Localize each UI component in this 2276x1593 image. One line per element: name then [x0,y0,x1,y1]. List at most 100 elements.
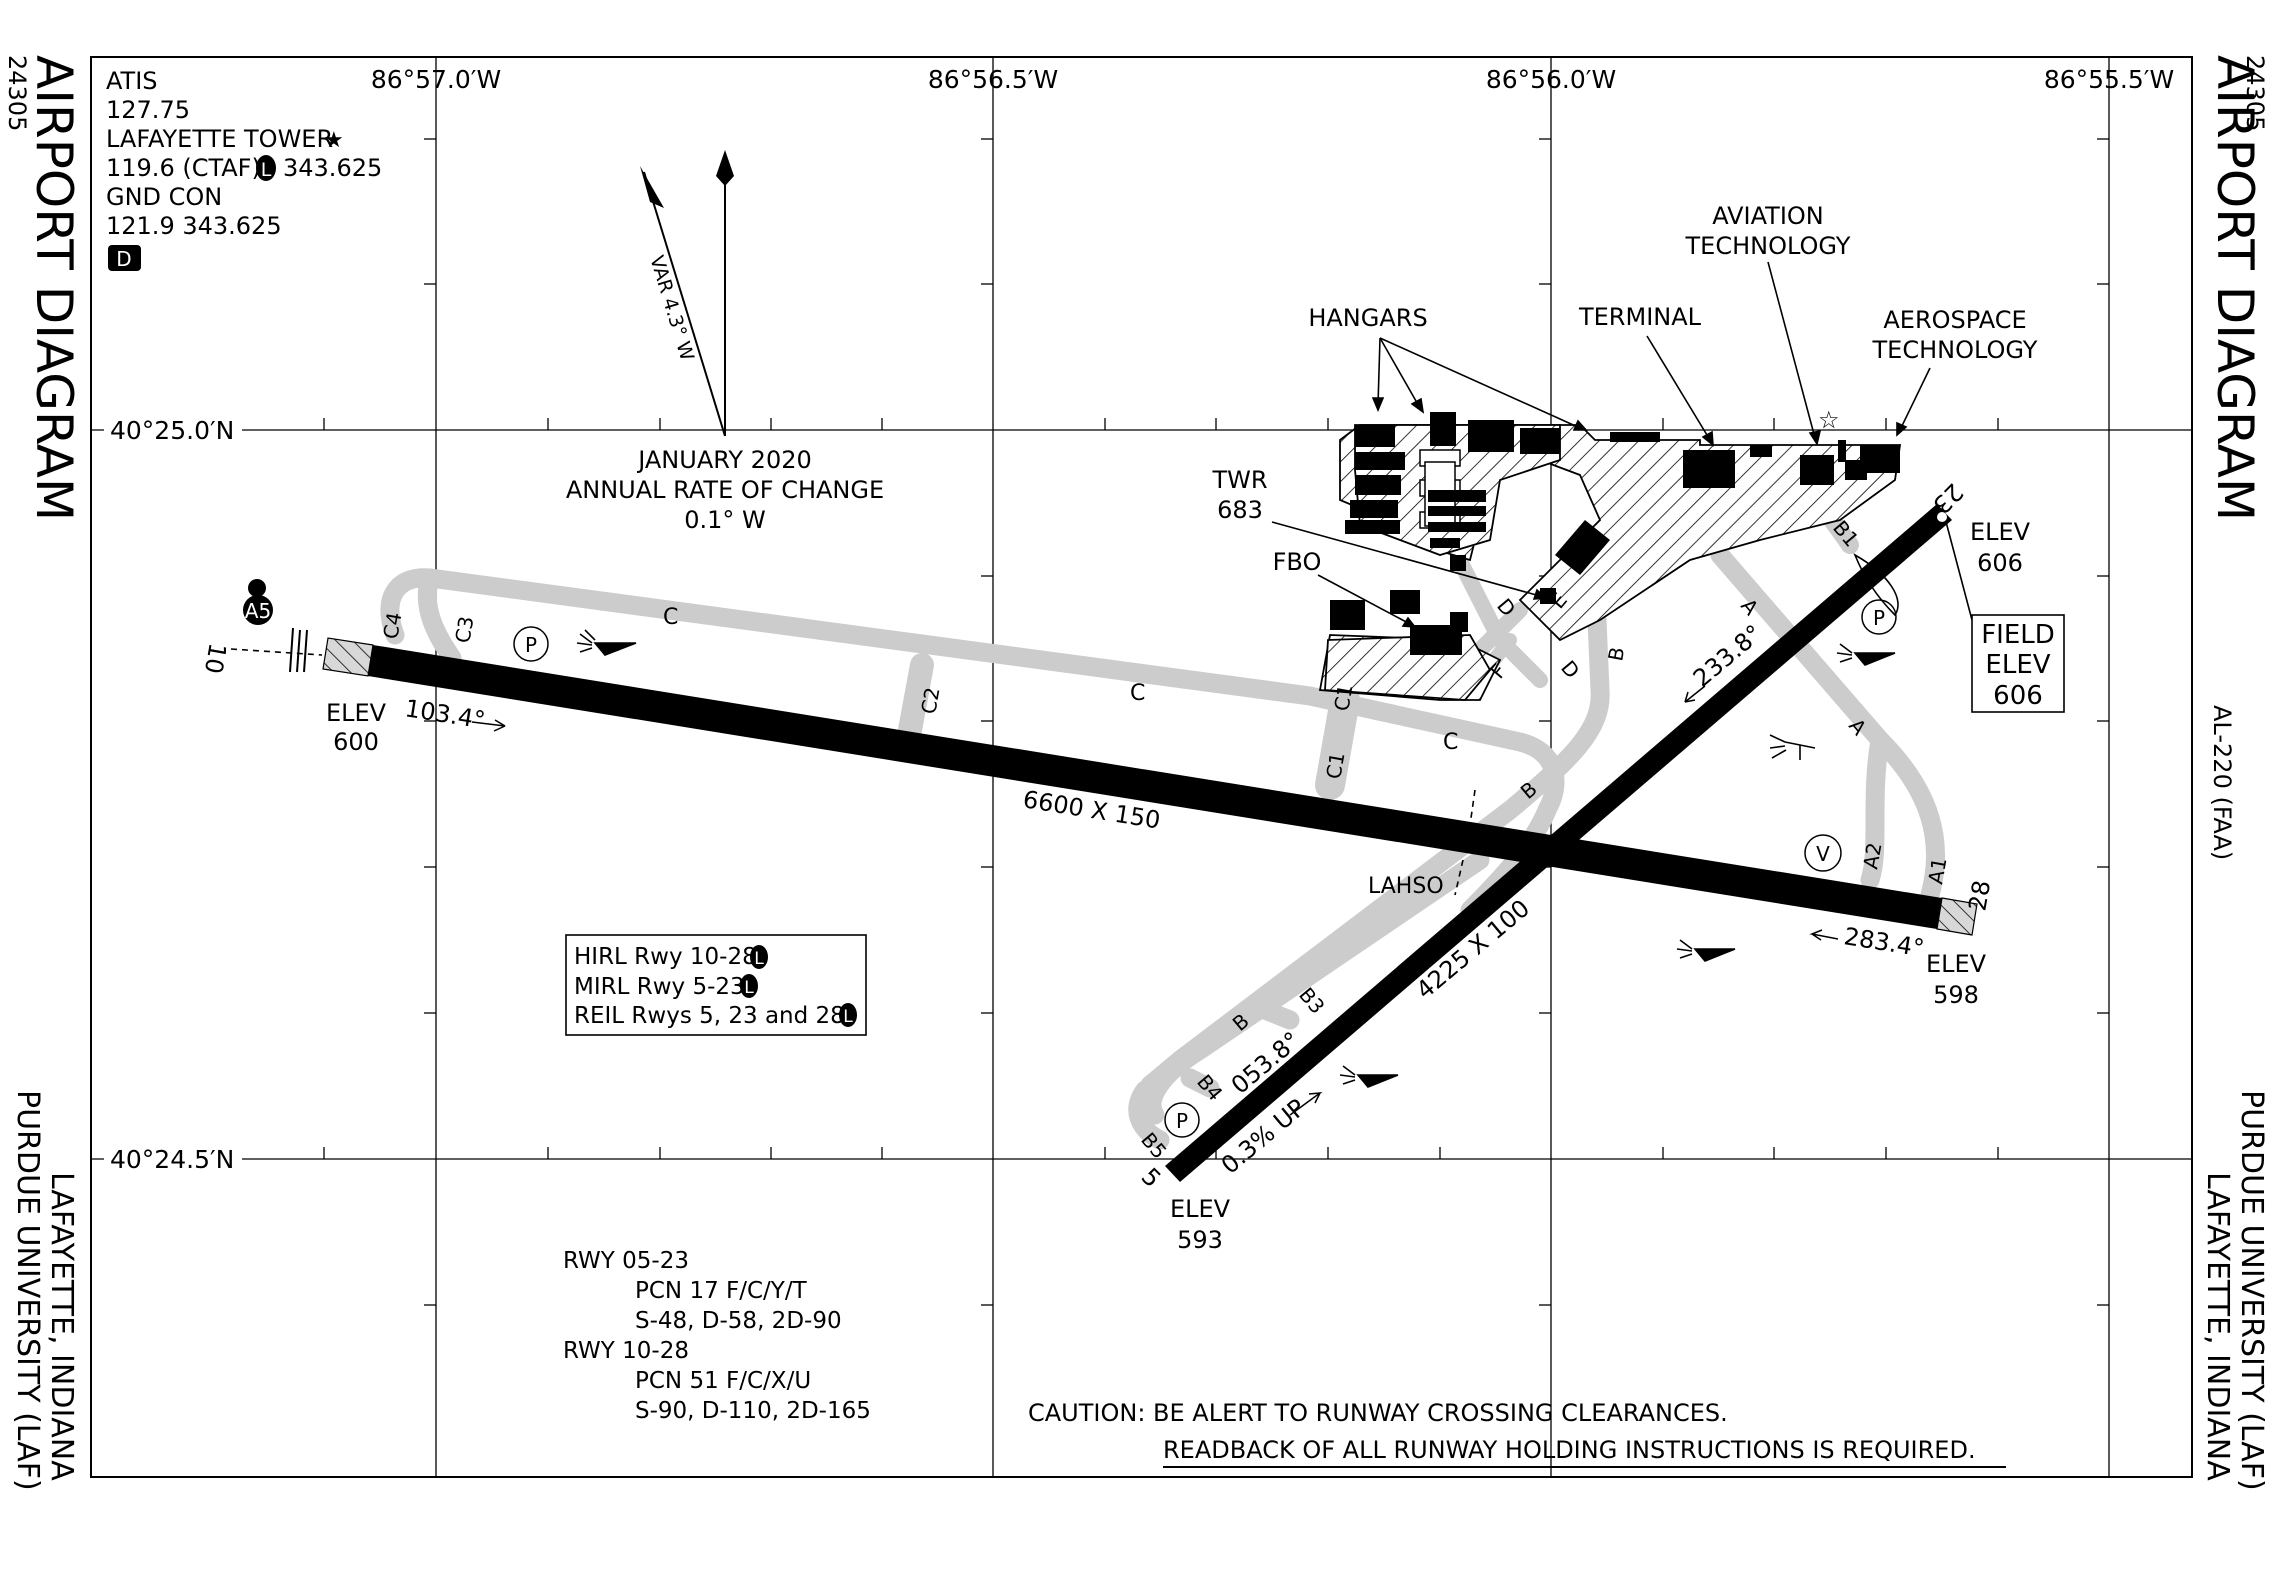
lon-label-2: 86°56.5′W [928,65,1058,94]
airport-city-right: LAFAYETTE, INDIANA [2200,1172,2235,1481]
parking-label-3: P [1176,1109,1188,1133]
taxiway-network [380,501,1945,1150]
taxiway-c-label-2: C [1130,681,1145,706]
tower-uhf: 343.625 [283,154,382,182]
variation-rate-title: ANNUAL RATE OF CHANGE [566,476,884,504]
wind-tee-icon [1769,734,1816,760]
parking-label-2: P [1873,606,1885,630]
pcn-rwy2-loads: S-90, D-110, 2D-165 [635,1398,871,1424]
reil-icon-1 [593,642,637,656]
ground-frequency: 121.9 343.625 [106,212,282,240]
caution-line-1: CAUTION: BE ALERT TO RUNWAY CROSSING CLE… [1028,1399,1728,1427]
pcn-rwy2-value: PCN 51 F/C/X/U [635,1368,811,1394]
chart-number-right: 24305 [2241,55,2269,131]
leader-lines [1271,261,1973,628]
lighting-line-3-badge: L [843,1007,853,1027]
lahso-label: LAHSO [1368,874,1444,899]
hangars-label: HANGARS [1308,304,1427,332]
runway-10-elev: 600 [333,728,379,756]
variation-rate-value: 0.1° W [684,506,766,534]
lon-label-3: 86°56.0′W [1486,65,1616,94]
taxiway-c4-label: C4 [378,610,406,640]
lighting-line-2: MIRL Rwy 5-23 [574,974,745,1000]
lahso-badge-icon [256,155,276,181]
runway-5-slope-arrow-icon [1289,1092,1323,1116]
datalink-badge-letter: D [116,247,131,271]
taxiway-c3 [417,568,462,668]
runway-10-heading-arrow-icon [471,719,506,732]
runway-5-23 [1165,504,1952,1182]
caution-line-2: READBACK OF ALL RUNWAY HOLDING INSTRUCTI… [1163,1436,1976,1464]
taxiway-d-label-2: D [1556,656,1584,683]
tower-elevation-label: 683 [1217,496,1263,524]
taxiway-c-label-3: C [1443,730,1458,755]
lighting-line-1-badge: L [754,949,764,969]
taxiway-b4 [1180,1068,1220,1098]
runway-28-heading: 283.4° [1842,922,1926,962]
taxiway-a1-label: A1 [1923,856,1951,886]
reil-icon-4 [1356,1074,1399,1088]
runway-10-heading: 103.4° [403,694,487,734]
lighting-line-2-badge: L [744,978,754,998]
runway-5-elev-label: ELEV [1170,1195,1231,1223]
buildings [1330,412,1900,655]
comms-block: ATIS 127.75 LAFAYETTE TOWER ★ 119.6 (CTA… [106,67,382,271]
field-elevation-line-2: ELEV [1985,650,2050,680]
pcn-rwy1-title: RWY 05-23 [563,1248,689,1274]
title-left: AIRPORT DIAGRAM [25,55,83,521]
lahso-badge-letter: L [261,159,272,181]
pcn-block: RWY 05-23 PCN 17 F/C/Y/T S-48, D-58, 2D-… [563,1248,871,1424]
runway-28-elev-label: ELEV [1926,950,1987,978]
lighting-box [565,934,867,1036]
taxiway-b [1140,610,1610,1095]
beacon-icons [576,553,1899,1088]
chart-code: AL-220 (FAA) [2208,705,2236,860]
taxiway-c1-lower-label: C1 [1321,750,1349,780]
runway-10-elev-label: ELEV [326,699,387,727]
field-elevation-box [1971,614,2065,713]
reil-icon-2 [1853,652,1896,666]
airport-name-right: PURDUE UNIVERSITY (LAF) [2234,1090,2269,1491]
taxiway-b-south [1142,850,1490,1125]
chart-frame [90,56,2193,1478]
lahso-markers [1454,789,1476,896]
wind-cone-icon [1853,553,1899,617]
runway-28-id: 28 [1963,878,1996,913]
apron-detail [1419,449,1461,529]
runway-28-elev: 598 [1933,981,1979,1009]
taxiway-b-label-3: B [1603,645,1629,663]
aviation-technology-label-1: AVIATION [1712,202,1824,230]
aviation-technology-star-icon: ☆ [1818,406,1840,434]
title-right: AIRPORT DIAGRAM [2206,55,2264,521]
variation-date: JANUARY 2020 [636,446,812,474]
vor-checkpoint-label: V [1816,842,1830,866]
runways [322,504,1978,1182]
terminal-label: TERMINAL [1578,303,1702,331]
reil-icon-3 [1693,948,1736,962]
runway-23-elev-label: ELEV [1970,518,2031,546]
lat-label-1: 40°25.0′N [110,416,234,445]
pcn-rwy1-value: PCN 17 F/C/Y/T [635,1278,808,1304]
runway-10-approach-lights [230,648,323,656]
tower-name-label: TWR [1211,466,1267,494]
airport-name-left: PURDUE UNIVERSITY (LAF) [10,1090,45,1491]
runway-10-approach-bars [289,627,308,673]
taxiway-a2-label: A2 [1858,841,1886,871]
ground-label: GND CON [106,183,222,211]
taxiway-a [1710,545,1945,905]
lighting-line-1: HIRL Rwy 10-28 [574,944,757,970]
lighting-line-3: REIL Rwys 5, 23 and 28 [574,1003,845,1029]
runway-28-threshold-chevrons [1936,897,1978,936]
runway-10-threshold-chevrons [322,637,374,677]
taxiway-c1-upper-label: C1 [1329,682,1357,712]
airport-city-left: LAFAYETTE, INDIANA [44,1172,79,1481]
taxiway-a2 [1860,730,1890,890]
taxiway-c2-label: C2 [916,685,944,715]
taxiway-c3-label: C3 [450,614,478,644]
atis-frequency: 127.75 [106,96,190,124]
runway-10-id: 10 [199,641,232,676]
aerospace-technology-label-1: AEROSPACE [1883,306,2026,334]
pcn-rwy2-title: RWY 10-28 [563,1338,689,1364]
aviation-technology-label-2: TECHNOLOGY [1685,232,1851,260]
